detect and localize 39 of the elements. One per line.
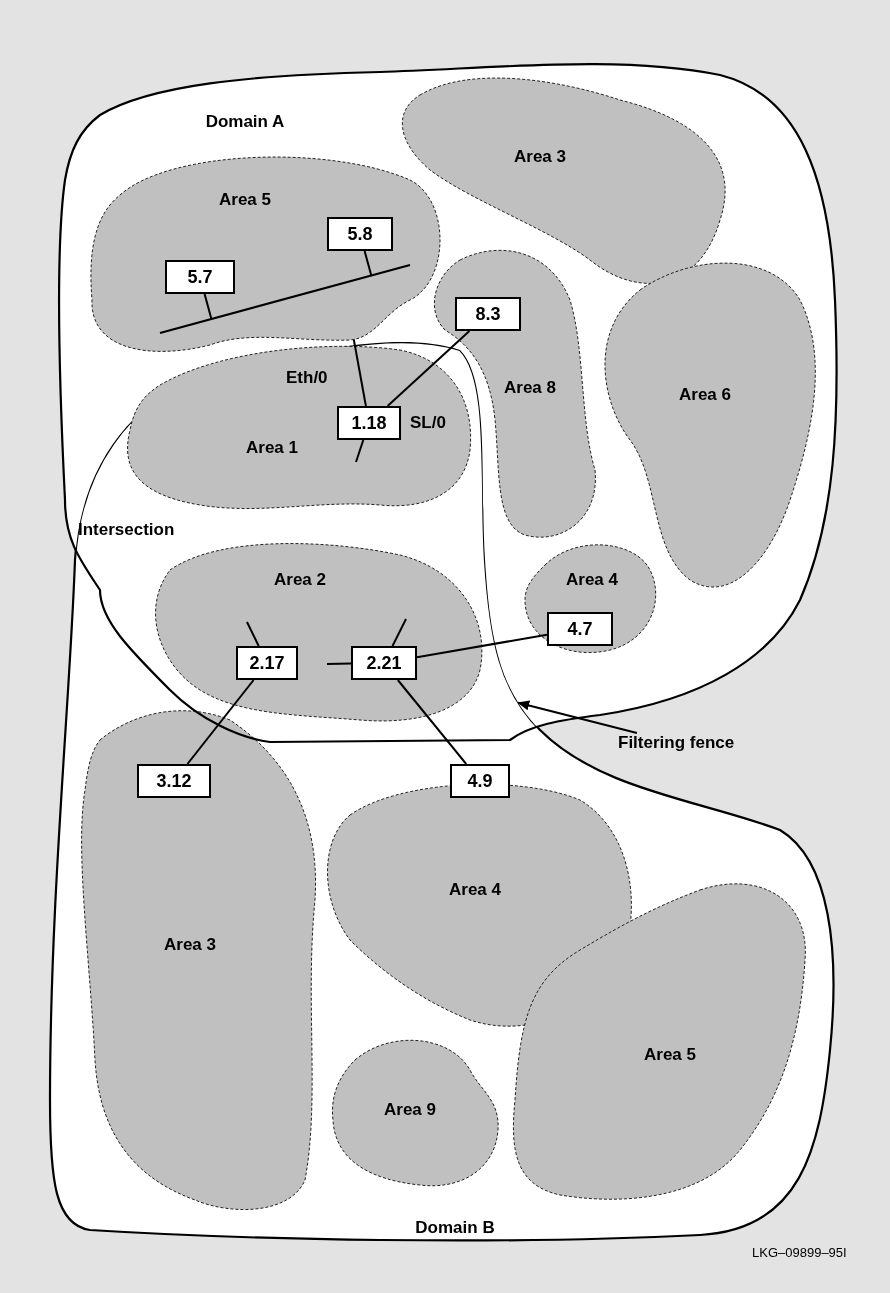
- router-box: 2.21: [351, 646, 417, 680]
- area-label: Area 2: [274, 570, 326, 590]
- area-label: Area 8: [504, 378, 556, 398]
- router-box: 5.7: [165, 260, 235, 294]
- figure-code: LKG–09899–95I: [752, 1245, 847, 1260]
- area-label: Area 6: [679, 385, 731, 405]
- leader-arrow: [517, 700, 638, 734]
- connector-line: [386, 330, 471, 407]
- router-box: 1.18: [337, 406, 401, 440]
- domain-label: Domain A: [205, 112, 285, 132]
- router-box: 4.7: [547, 612, 613, 646]
- connector-line: [203, 293, 213, 320]
- region-label: Intersection: [78, 520, 175, 540]
- connector-line: [363, 250, 373, 277]
- area-label: Area 5: [219, 190, 271, 210]
- router-box: 5.8: [327, 217, 393, 251]
- edge-label: Eth/0: [286, 368, 328, 388]
- domain-label: Domain B: [415, 1218, 495, 1238]
- callout-text: Filtering fence: [618, 733, 735, 753]
- area-label: Area 3: [514, 147, 566, 167]
- area-label: Area 9: [384, 1100, 436, 1120]
- connector-line: [352, 338, 367, 407]
- router-box: 3.12: [137, 764, 211, 798]
- edge-label: SL/0: [410, 413, 446, 433]
- area-label: Area 5: [644, 1045, 696, 1065]
- connector-line: [355, 439, 365, 463]
- connector-line: [246, 621, 260, 647]
- area-label: Area 3: [164, 935, 216, 955]
- router-box: 8.3: [455, 297, 521, 331]
- connector-line: [391, 618, 407, 647]
- area-label: Area 4: [566, 570, 618, 590]
- connector-line: [396, 679, 468, 765]
- connector-line: [326, 662, 352, 665]
- area-label: Area 1: [246, 438, 298, 458]
- router-box: 4.9: [450, 764, 510, 798]
- connector-line: [416, 633, 548, 659]
- area-label: Area 4: [449, 880, 501, 900]
- connector-line: [186, 679, 255, 765]
- router-box: 2.17: [236, 646, 298, 680]
